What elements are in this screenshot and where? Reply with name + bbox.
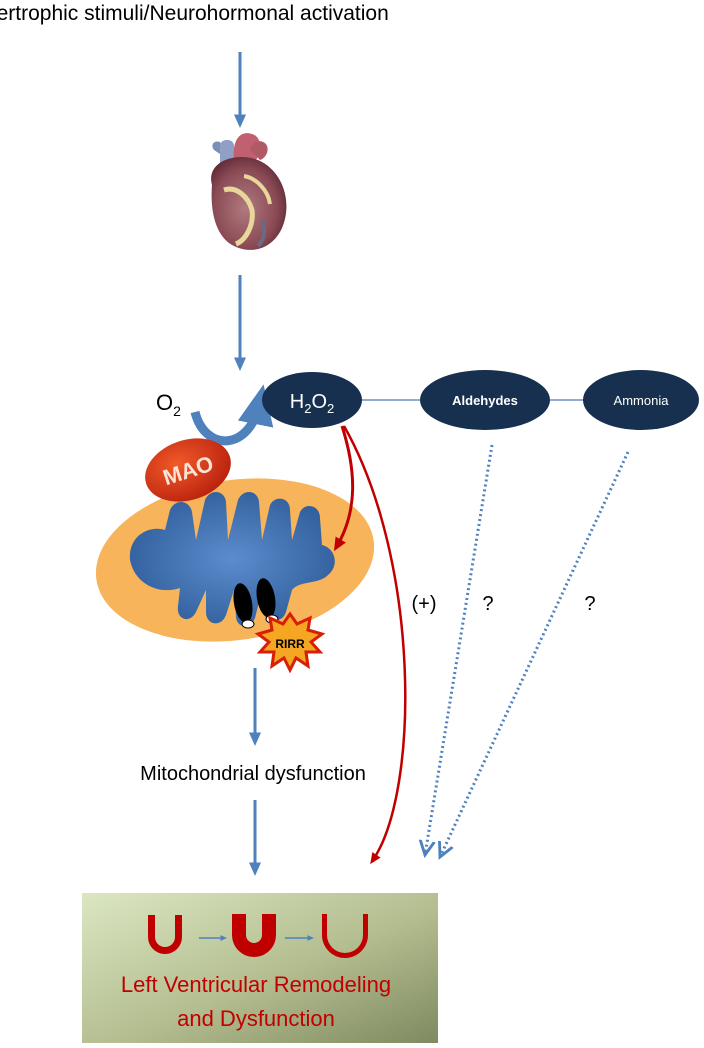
aldehydes-node	[420, 370, 550, 430]
mao-node	[145, 438, 231, 502]
oxygen-label: O2	[156, 390, 181, 419]
heart-icon	[211, 133, 287, 250]
h2o2-to-mito-arrow	[333, 425, 355, 552]
plus-label: (+)	[412, 593, 437, 615]
mito-dysfunction-label: Mitochondrial dysfunction	[140, 763, 366, 785]
question-mark-2: ?	[584, 593, 595, 615]
ammonia-to-outcome-arrow	[440, 451, 630, 857]
outcome-line2: and Dysfunction	[177, 1006, 335, 1031]
ammonia-node	[583, 370, 699, 430]
question-mark-1: ?	[482, 593, 493, 615]
outcome-line1: Left Ventricular Remodeling	[121, 972, 391, 997]
h2o2-to-outcome-arrow	[342, 425, 407, 865]
outcome-box	[82, 893, 438, 1043]
mitochondrion-icon	[95, 478, 375, 642]
title: Hypertrophic stimuli/Neurohormonal activ…	[0, 2, 389, 25]
aldehydes-label: Aldehydes	[452, 393, 518, 408]
u-ventricle-icon	[322, 914, 368, 958]
aldehydes-to-outcome-arrow	[425, 444, 494, 855]
h2o2-label: H2O2	[290, 391, 334, 416]
u-ventricle-icon	[232, 914, 276, 957]
o2-to-h2o2-arrow	[190, 384, 274, 446]
rirr-burst-icon	[254, 611, 326, 674]
ammonia-label: Ammonia	[614, 393, 670, 408]
u-ventricle-icon	[148, 915, 182, 954]
h2o2-node	[262, 372, 362, 428]
rirr-label: RIRR	[275, 637, 305, 651]
